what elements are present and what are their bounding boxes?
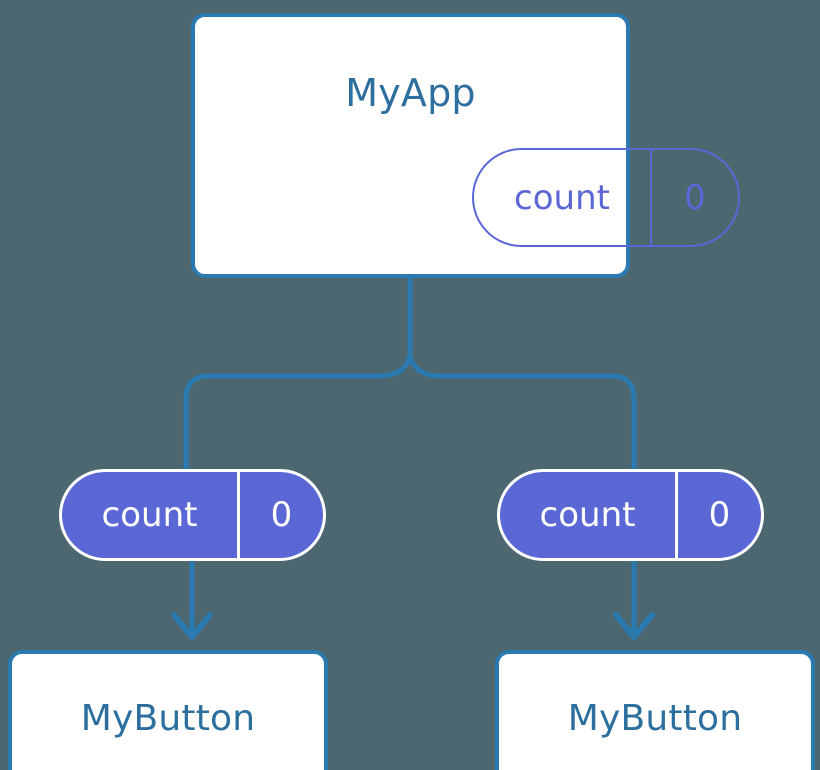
myapp-component-box[interactable]: MyApp count 0 [191,13,740,278]
myapp-state-value: 0 [650,150,738,245]
right-state-pill[interactable]: count 0 [497,469,764,561]
mybutton-left-label: MyButton [80,697,256,739]
myapp-state-pill[interactable]: count 0 [472,148,740,247]
left-state-pill[interactable]: count 0 [59,469,326,561]
arrow-left-head-icon [171,612,213,640]
myapp-state-key: count [514,177,610,218]
right-state-value: 0 [675,472,761,558]
arrow-right-head-icon [613,612,655,640]
mybutton-right-label: MyButton [567,697,743,739]
mybutton-right-box[interactable]: MyButton [495,650,815,770]
right-state-key: count [539,495,636,535]
branch-connector [407,349,637,473]
left-state-key: count [101,495,198,535]
myapp-title: MyApp [345,71,476,115]
mybutton-left-box[interactable]: MyButton [8,650,328,770]
left-state-value: 0 [237,472,323,558]
branch-connector-left [183,349,413,473]
